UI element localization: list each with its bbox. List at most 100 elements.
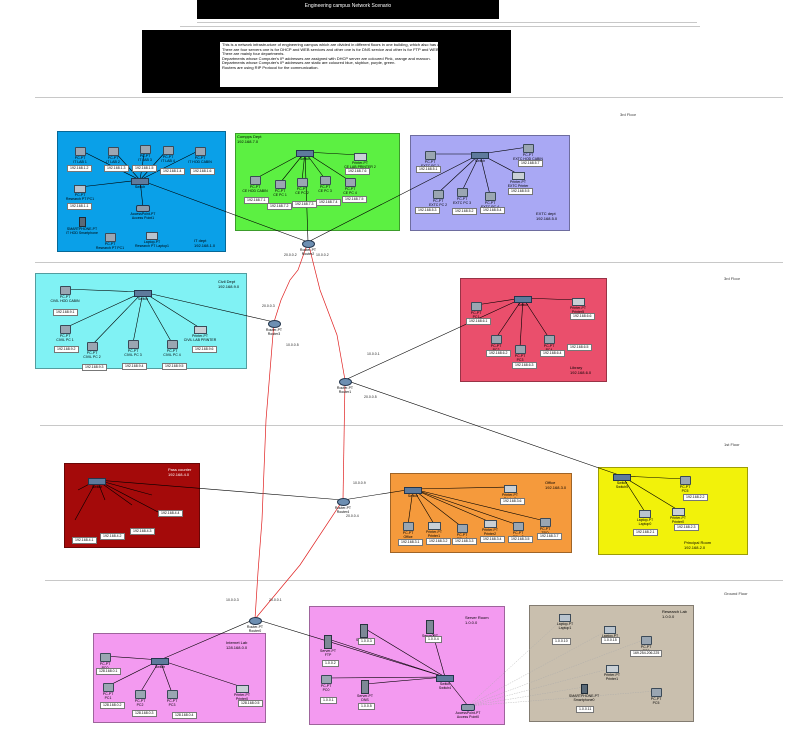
ip-label: 192.168.1.1 [67, 203, 92, 210]
pc-icon [107, 147, 119, 156]
pc[interactable]: PC-PT CE PC 4 [320, 178, 380, 195]
pc[interactable]: PC-PT PC1 [78, 683, 138, 700]
router[interactable]: Router-PT Router0 [225, 617, 285, 633]
access-point[interactable]: AccessPoint-PT Access Point0 [438, 704, 498, 719]
printer[interactable]: Printer-PT Printer0 [212, 685, 272, 701]
switch[interactable]: Switch Switch5 [592, 474, 652, 489]
pc[interactable]: PC-PT IT LAB 4 [138, 146, 198, 163]
switch[interactable]: Switch Switch4 [415, 675, 475, 690]
switch[interactable]: Switch [493, 296, 553, 307]
router[interactable]: Router-PT Router2 [278, 240, 338, 256]
pc[interactable]: PC-PT PC2 [110, 690, 170, 707]
router[interactable]: Router-PT Router4 [313, 498, 373, 514]
ip-label: 192.168.5.5 [508, 188, 533, 195]
ip-label: 192.168.3.3 [452, 538, 477, 545]
pc[interactable]: PC-PT CE PC 2 [272, 178, 332, 195]
pc[interactable]: PC-PT IT LAB 3 [115, 145, 175, 162]
ethernet-link [142, 291, 201, 329]
laptop[interactable]: PC-PT Research PT PC1 [50, 185, 110, 201]
printer[interactable]: Printer-PT Printer2 [460, 520, 520, 536]
pc[interactable]: PC-PT IT LAB 2 [83, 147, 143, 164]
pc[interactable]: PC-PT PC0 [296, 675, 356, 692]
pc[interactable]: PC-PT PC5 [655, 476, 715, 493]
printer[interactable]: Printer-PT CE LAB PRINTER 2 [330, 153, 390, 169]
server[interactable]: Server-PT FTP [298, 635, 358, 657]
ethernet-link [342, 488, 414, 501]
switch[interactable]: Switch [450, 152, 510, 163]
switch-icon [471, 152, 489, 159]
link-address: 10.0.0.5 [286, 343, 299, 347]
pc-icon [320, 675, 332, 684]
floor-label-3rd: 3rd Floor [620, 112, 637, 117]
ethernet-link [159, 659, 173, 694]
pc[interactable]: PC-PT PC5 [626, 688, 686, 705]
switch[interactable]: Switch [130, 658, 190, 669]
router[interactable]: Router-PT Router1 [315, 378, 375, 394]
ip-label: 192.168.9.4 [122, 363, 147, 370]
laptop[interactable]: Laptop-PT Research PT Laptop1 [122, 232, 182, 248]
printer[interactable]: Printer-PT CIVIL LAB PRINTER [170, 326, 230, 342]
pc[interactable]: PC-PT CIVIL PC 1 [35, 325, 95, 342]
pc[interactable]: PC-PT CE PC 1 [250, 180, 310, 197]
wireless-link [467, 616, 566, 707]
wireless-link [467, 638, 647, 707]
switch[interactable]: Switch [113, 290, 173, 301]
switch[interactable]: Switch [67, 478, 127, 489]
pc[interactable]: PC-PT Research PT PC1 [80, 233, 140, 250]
ip-label: 192.168.1.4 [160, 168, 185, 175]
printer[interactable]: Printer-PT Printer1 [404, 522, 464, 538]
pc[interactable]: PC-PT Office [378, 522, 438, 539]
pc[interactable]: PC-PT CE HOD CABIN [225, 176, 285, 193]
pc-icon [274, 180, 286, 189]
laptop-icon [146, 232, 158, 240]
pc[interactable]: PC-PT EXTC HOD CABIN [498, 144, 558, 161]
pc[interactable]: PC-PT PC3 [490, 345, 550, 362]
pc[interactable]: PC-PT PC3 [142, 690, 202, 707]
pc-icon [249, 176, 261, 185]
ip-label: 192.168.3.7 [537, 533, 562, 540]
ethernet-link [364, 676, 446, 685]
switch[interactable]: Switch [383, 487, 443, 498]
smartphone[interactable]: SMARTPHONE-PT Smartphone0 [554, 684, 614, 702]
research-lab-label: Research Lab 1.0.0.0 [662, 609, 687, 619]
pc[interactable]: PC-PT CE PC 3 [295, 176, 355, 193]
it-dept-label: IT dept 192.168.1.0 [194, 238, 216, 248]
ethernet-link [307, 153, 481, 243]
switch[interactable]: Switch [110, 178, 170, 189]
pc[interactable]: PC-PT CIVIL PC 3 [103, 340, 163, 357]
ip-label: 128.168.0.2 [100, 702, 125, 709]
smartphone-icon [580, 684, 588, 694]
laptop[interactable]: Laptop-PT Laptop0 [615, 510, 675, 526]
pc[interactable]: PC-PT IT LAB 1 [50, 147, 110, 164]
access-point[interactable]: AccessPoint-PT Access Point1 [113, 205, 173, 220]
printer[interactable]: Printer-PT Printer1 [582, 665, 642, 681]
diagram-title: Engineering campus Network Scenario [197, 0, 499, 19]
switch[interactable]: Switch [275, 150, 335, 161]
pc[interactable]: PC-PT CIVIL PC 2 [62, 342, 122, 359]
ethernet-link [621, 475, 679, 511]
server[interactable]: Server-PT DNS [335, 680, 395, 702]
router[interactable]: Router-PT Router3 [244, 320, 304, 336]
extc-dept-area [410, 135, 570, 231]
pc[interactable]: PC-PT CIVIL HOD CABIN [35, 286, 95, 303]
pc-icon [522, 144, 534, 153]
printer[interactable]: Printer-PT EXTC Printer [488, 172, 548, 188]
smartphone[interactable]: SMARTPHONE-PT IT HOD Smartphone [52, 217, 112, 235]
pc[interactable]: PC-PT EXTC PC 2 [408, 190, 468, 207]
description-line: This is a network infrastructure of engi… [222, 42, 438, 47]
pc[interactable]: PC-PT IT HOD CABIN [170, 147, 230, 164]
ip-label: 192.168.2.2 [683, 494, 708, 501]
link-address: 20.0.0.2 [284, 253, 297, 257]
divider [180, 26, 700, 27]
printer-icon [605, 665, 619, 673]
ip-label: 192.168.9.6 [192, 346, 217, 353]
pc[interactable]: PC-PT PC1 [446, 302, 506, 319]
printer[interactable]: Printer-PT Printer5 [548, 298, 608, 314]
link-address: 20.0.0.5 [364, 395, 377, 399]
printer[interactable]: Printer-PT Printer0 [648, 508, 708, 524]
pc[interactable]: PC-PT EXTC PC 3 [432, 188, 492, 205]
laptop[interactable]: Laptop-PT Laptop1 [535, 614, 595, 630]
pc[interactable]: PC-PT CIVIL PC 4 [142, 340, 202, 357]
server-icon [361, 680, 369, 694]
